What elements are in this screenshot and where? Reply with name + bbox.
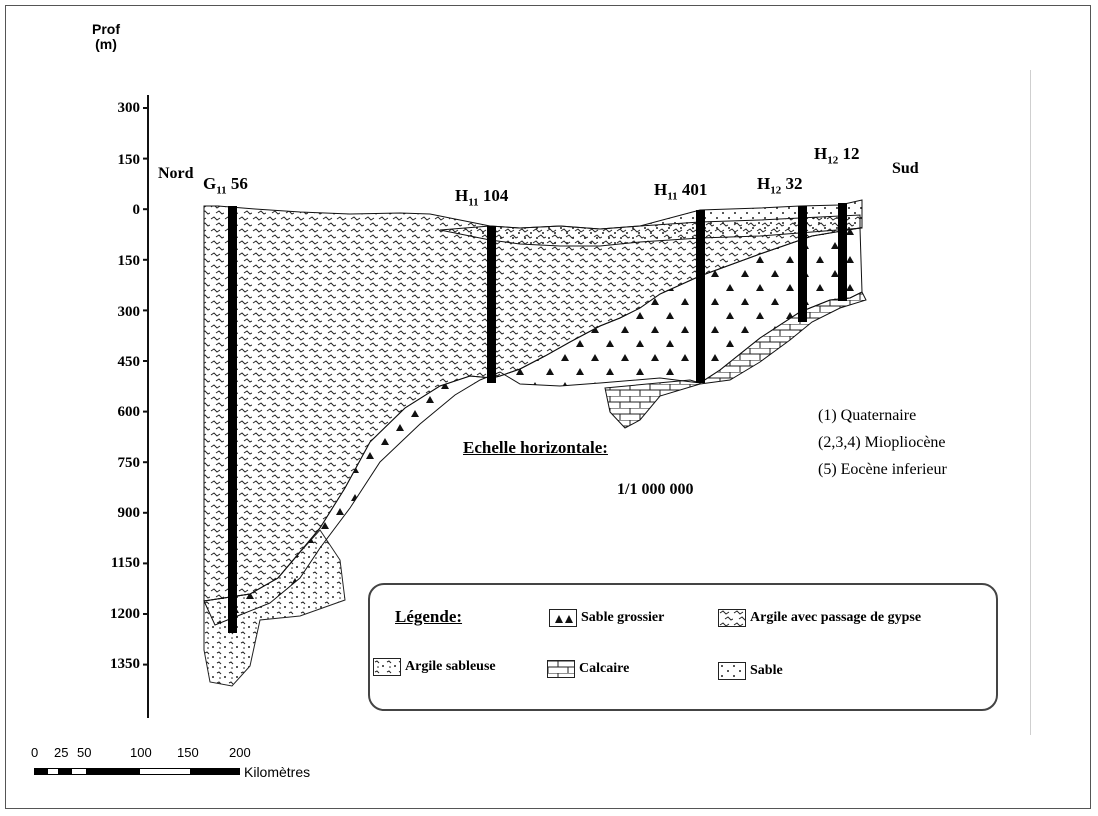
direction-south: Sud xyxy=(892,160,919,177)
legend-item-clay-gypsum: Argile avec passage de gypse xyxy=(718,609,921,627)
age-label: (2,3,4) Miopliocène xyxy=(818,434,946,451)
km-scale-bar xyxy=(34,768,240,775)
scale-number: 100 xyxy=(130,745,152,760)
scale-number: 150 xyxy=(177,745,199,760)
well-label: H12 12 xyxy=(814,144,860,167)
legend-title: Légende: xyxy=(395,607,463,626)
borehole-h12-12 xyxy=(838,203,847,301)
limestone-swatch-icon xyxy=(547,660,575,678)
well-label: H11 104 xyxy=(455,186,509,209)
sandy-clay-swatch-icon xyxy=(373,658,401,676)
legend-item-sandy-clay: Argile sableuse xyxy=(373,658,496,676)
y-tick-label: 300 xyxy=(117,100,141,116)
y-tick-label: 150 xyxy=(117,253,141,269)
direction-north: Nord xyxy=(158,165,194,182)
scale-ratio: 1/1 000 000 xyxy=(617,481,694,498)
y-tick-label: 750 xyxy=(117,455,141,471)
y-tick-label: 900 xyxy=(117,505,141,521)
scale-number: 200 xyxy=(229,745,251,760)
age-label: (5) Eocène inferieur xyxy=(818,461,947,478)
y-axis-title: Prof (m) xyxy=(92,21,120,52)
y-axis-ticks xyxy=(143,107,148,666)
legend-item-sand: Sable xyxy=(718,662,783,680)
legend-item-coarse-sand: Sable grossier xyxy=(549,609,664,627)
y-tick-label: 1150 xyxy=(110,555,140,571)
scale-number: 50 xyxy=(77,745,92,760)
y-tick-label: 150 xyxy=(117,152,141,168)
coarse-sand-swatch-icon xyxy=(549,609,577,627)
well-label: H11 401 xyxy=(654,180,708,203)
borehole-h12-32 xyxy=(798,206,807,322)
scale-number: 25 xyxy=(54,745,69,760)
y-tick-label: 300 xyxy=(117,304,141,320)
y-tick-label: 600 xyxy=(117,404,141,420)
well-label: H12 32 xyxy=(757,174,803,197)
y-tick-label: 450 xyxy=(117,354,141,370)
y-tick-label: 0 xyxy=(132,202,141,218)
y-tick-label: 1350 xyxy=(110,656,140,672)
limestone-layer xyxy=(604,291,867,429)
horizontal-scale-label: Echelle horizontale: xyxy=(463,438,608,457)
y-tick-label: 1200 xyxy=(110,606,140,622)
right-divider xyxy=(1030,70,1031,735)
sand-swatch-icon xyxy=(718,662,746,680)
borehole-h11-401 xyxy=(696,210,705,383)
borehole-g11-56 xyxy=(228,206,237,633)
scale-number: 0 xyxy=(31,745,39,760)
borehole-h11-104 xyxy=(487,226,496,383)
legend-item-limestone: Calcaire xyxy=(547,660,629,678)
scale-unit: Kilomètres xyxy=(244,764,311,780)
figure-frame xyxy=(5,5,1091,809)
clay-gypsum-swatch-icon xyxy=(718,609,746,627)
legend-box xyxy=(368,583,998,711)
well-label: G11 56 xyxy=(203,174,248,197)
sand-layer xyxy=(439,199,863,247)
age-label: (1) Quaternaire xyxy=(818,407,917,424)
